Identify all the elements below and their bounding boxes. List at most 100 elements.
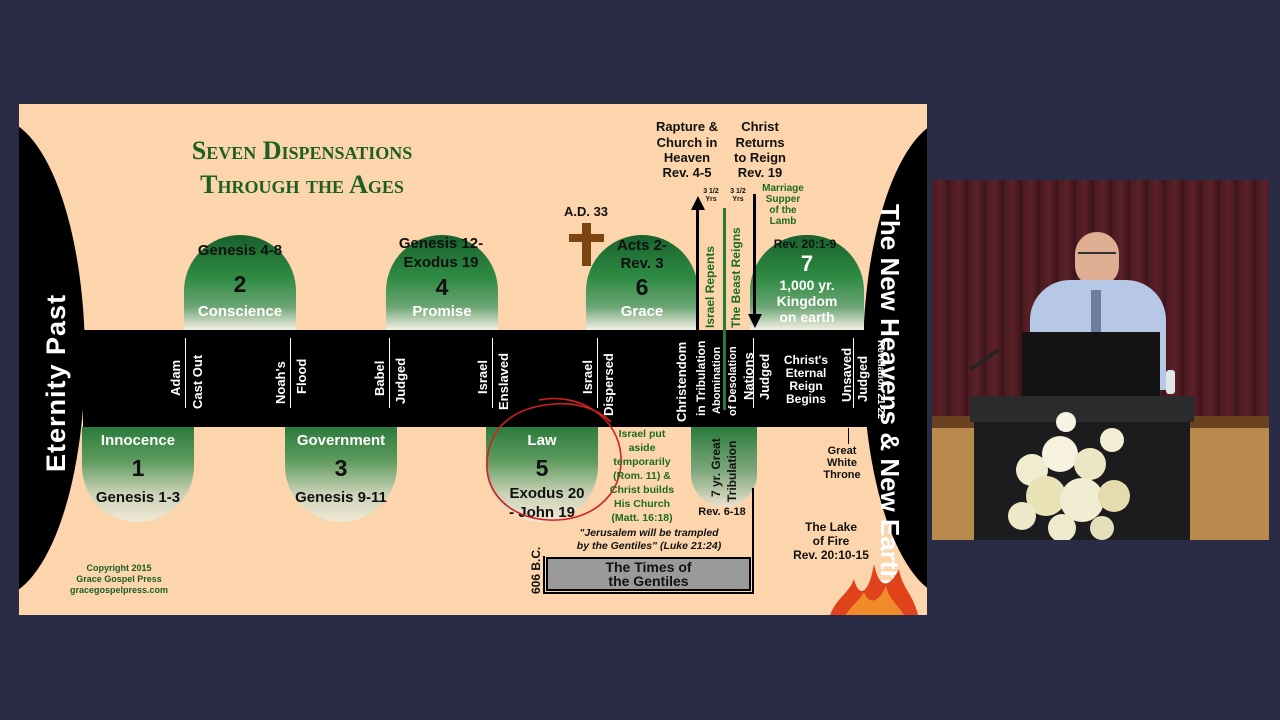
red-circle-annotation [486, 397, 622, 521]
band-adam-1: Adam [168, 359, 183, 396]
marriage-supper-4: Lamb [769, 216, 797, 227]
bowl-government [285, 427, 397, 522]
disp5-ref-1: Exodus 20 [509, 485, 585, 502]
timeline-band [83, 330, 873, 427]
band-babel-1: Babel [372, 360, 387, 396]
dome-grace [586, 235, 698, 330]
podium-top [970, 396, 1194, 422]
disp3-name: Government [296, 432, 386, 449]
dome-conscience [184, 235, 296, 330]
marriage-supper-2: Supper [765, 194, 801, 205]
band-nations-2: Judged [757, 353, 772, 400]
jerusalem-quote-2: by the Gentiles" (Luke 21:24) [576, 540, 722, 552]
bottle [1166, 370, 1175, 394]
disp7-name-2: Kingdom [776, 293, 838, 309]
christ-returns-3: to Reign [734, 150, 786, 165]
speaker-head [1075, 232, 1119, 286]
copyright-3: gracegospelpress.com [69, 585, 169, 595]
lake-of-fire-2: of Fire [812, 534, 850, 548]
band-israel-enslaved-1: Israel [475, 360, 490, 394]
times-bracket [543, 556, 545, 594]
down-arrow-icon [753, 194, 756, 316]
disp6-number: 6 [635, 274, 649, 300]
eternal-reign-4: Begins [785, 392, 826, 406]
ad33-label: A.D. 33 [563, 204, 609, 219]
band-noah-1: Noah's [273, 361, 288, 404]
rapture-3: Heaven [663, 150, 711, 165]
band-noah-2: Flood [294, 358, 309, 394]
bowl-tribulation [691, 427, 757, 507]
slide-title-line1: Seven Dispensations [191, 136, 413, 165]
disp1-ref: Genesis 1-3 [95, 489, 181, 506]
bowl-innocence [82, 427, 194, 522]
times-gentiles-1: The Times of [605, 559, 692, 575]
disp3-number: 3 [334, 455, 348, 481]
lake-of-fire-3: Rev. 20:10-15 [793, 548, 869, 562]
israel-aside-4: (Rom. 11) & [613, 470, 671, 482]
band-unsaved-1: Unsaved [839, 347, 854, 402]
band-divider [290, 338, 291, 408]
gwt-1: Great [827, 445, 857, 457]
tribulation-label-1: 7 yr. Great [709, 438, 723, 497]
band-abomination-2: of Desolation [727, 346, 739, 416]
rapture-4: Rev. 4-5 [662, 165, 712, 180]
tribulation-label-2: Tribulation [725, 440, 739, 502]
disp7-ref: Rev. 20:1-9 [773, 237, 837, 251]
tribulation-ref: Rev. 6-18 [698, 506, 746, 518]
beast-reigns-label: The Beast Reigns [729, 227, 743, 328]
up-arrow-head-icon [691, 196, 705, 210]
band-babel-2: Judged [393, 357, 408, 404]
flower-arrangement [1008, 412, 1130, 540]
three-half-years-2: 3 1/2 Yrs [730, 188, 746, 203]
israel-aside-7: (Matt. 16:18) [611, 512, 673, 524]
band-unsaved-2: Judged [855, 355, 870, 402]
band-divider [492, 338, 493, 408]
rapture-1: Rapture & [655, 119, 719, 134]
israel-aside-3: temporarily [613, 456, 671, 468]
disp7-name-1: 1,000 yr. [779, 277, 835, 293]
christ-returns-1: Christ [741, 119, 779, 134]
christ-returns-2: Returns [735, 135, 785, 150]
disp5-name: Law [527, 432, 557, 449]
speaker-video-feed [932, 180, 1269, 540]
times-gentiles-2: the Gentiles [608, 573, 689, 589]
disp2-number: 2 [233, 271, 247, 297]
israel-aside-5: Christ builds [609, 484, 675, 496]
rapture-2: Church in [656, 135, 718, 150]
times-bracket [752, 488, 754, 594]
disp7-name-3: on earth [779, 309, 835, 325]
marriage-supper-1: Marriage [762, 183, 804, 194]
band-adam-2: Cast Out [190, 354, 205, 409]
disp7-number: 7 [800, 251, 814, 276]
israel-repents-label: Israel Repents [703, 245, 717, 328]
band-divider [753, 338, 754, 408]
band-divider [597, 338, 598, 408]
band-divider [389, 338, 390, 408]
dispensations-slide: Eternity Past The New Heavens & New Eart… [19, 104, 927, 615]
speaker-tie [1091, 290, 1101, 338]
times-bracket [543, 592, 754, 594]
israel-aside-6: His Church [613, 498, 670, 510]
gwt-3: Throne [823, 469, 861, 481]
disp6-ref-1: Acts 2- [616, 237, 668, 254]
dome-promise [386, 235, 498, 330]
disp1-number: 1 [131, 455, 145, 481]
bc606-label: 606 B.C. [529, 546, 543, 594]
laptop [1022, 332, 1160, 396]
disp6-ref-2: Rev. 3 [620, 255, 664, 272]
disp5-ref-2: - John 19 [509, 504, 575, 521]
jerusalem-quote-1: "Jerusalem will be trampled [579, 527, 719, 539]
israel-aside-1: Israel put [618, 428, 666, 440]
band-christendom-1: Christendom [674, 341, 689, 422]
disp3-ref: Genesis 9-11 [295, 489, 387, 506]
disp1-name: Innocence [100, 432, 176, 449]
bowl-law [486, 427, 598, 522]
speaker-glasses [1078, 252, 1116, 260]
band-divider [185, 338, 186, 408]
disp4-ref-2: Exodus 19 [403, 254, 479, 271]
disp6-name: Grace [620, 303, 664, 320]
disp4-number: 4 [435, 274, 449, 300]
copyright-1: Copyright 2015 [86, 563, 152, 573]
down-arrow-head-icon [748, 314, 762, 328]
three-half-years-1: 3 1/2 Yrs [703, 188, 719, 203]
